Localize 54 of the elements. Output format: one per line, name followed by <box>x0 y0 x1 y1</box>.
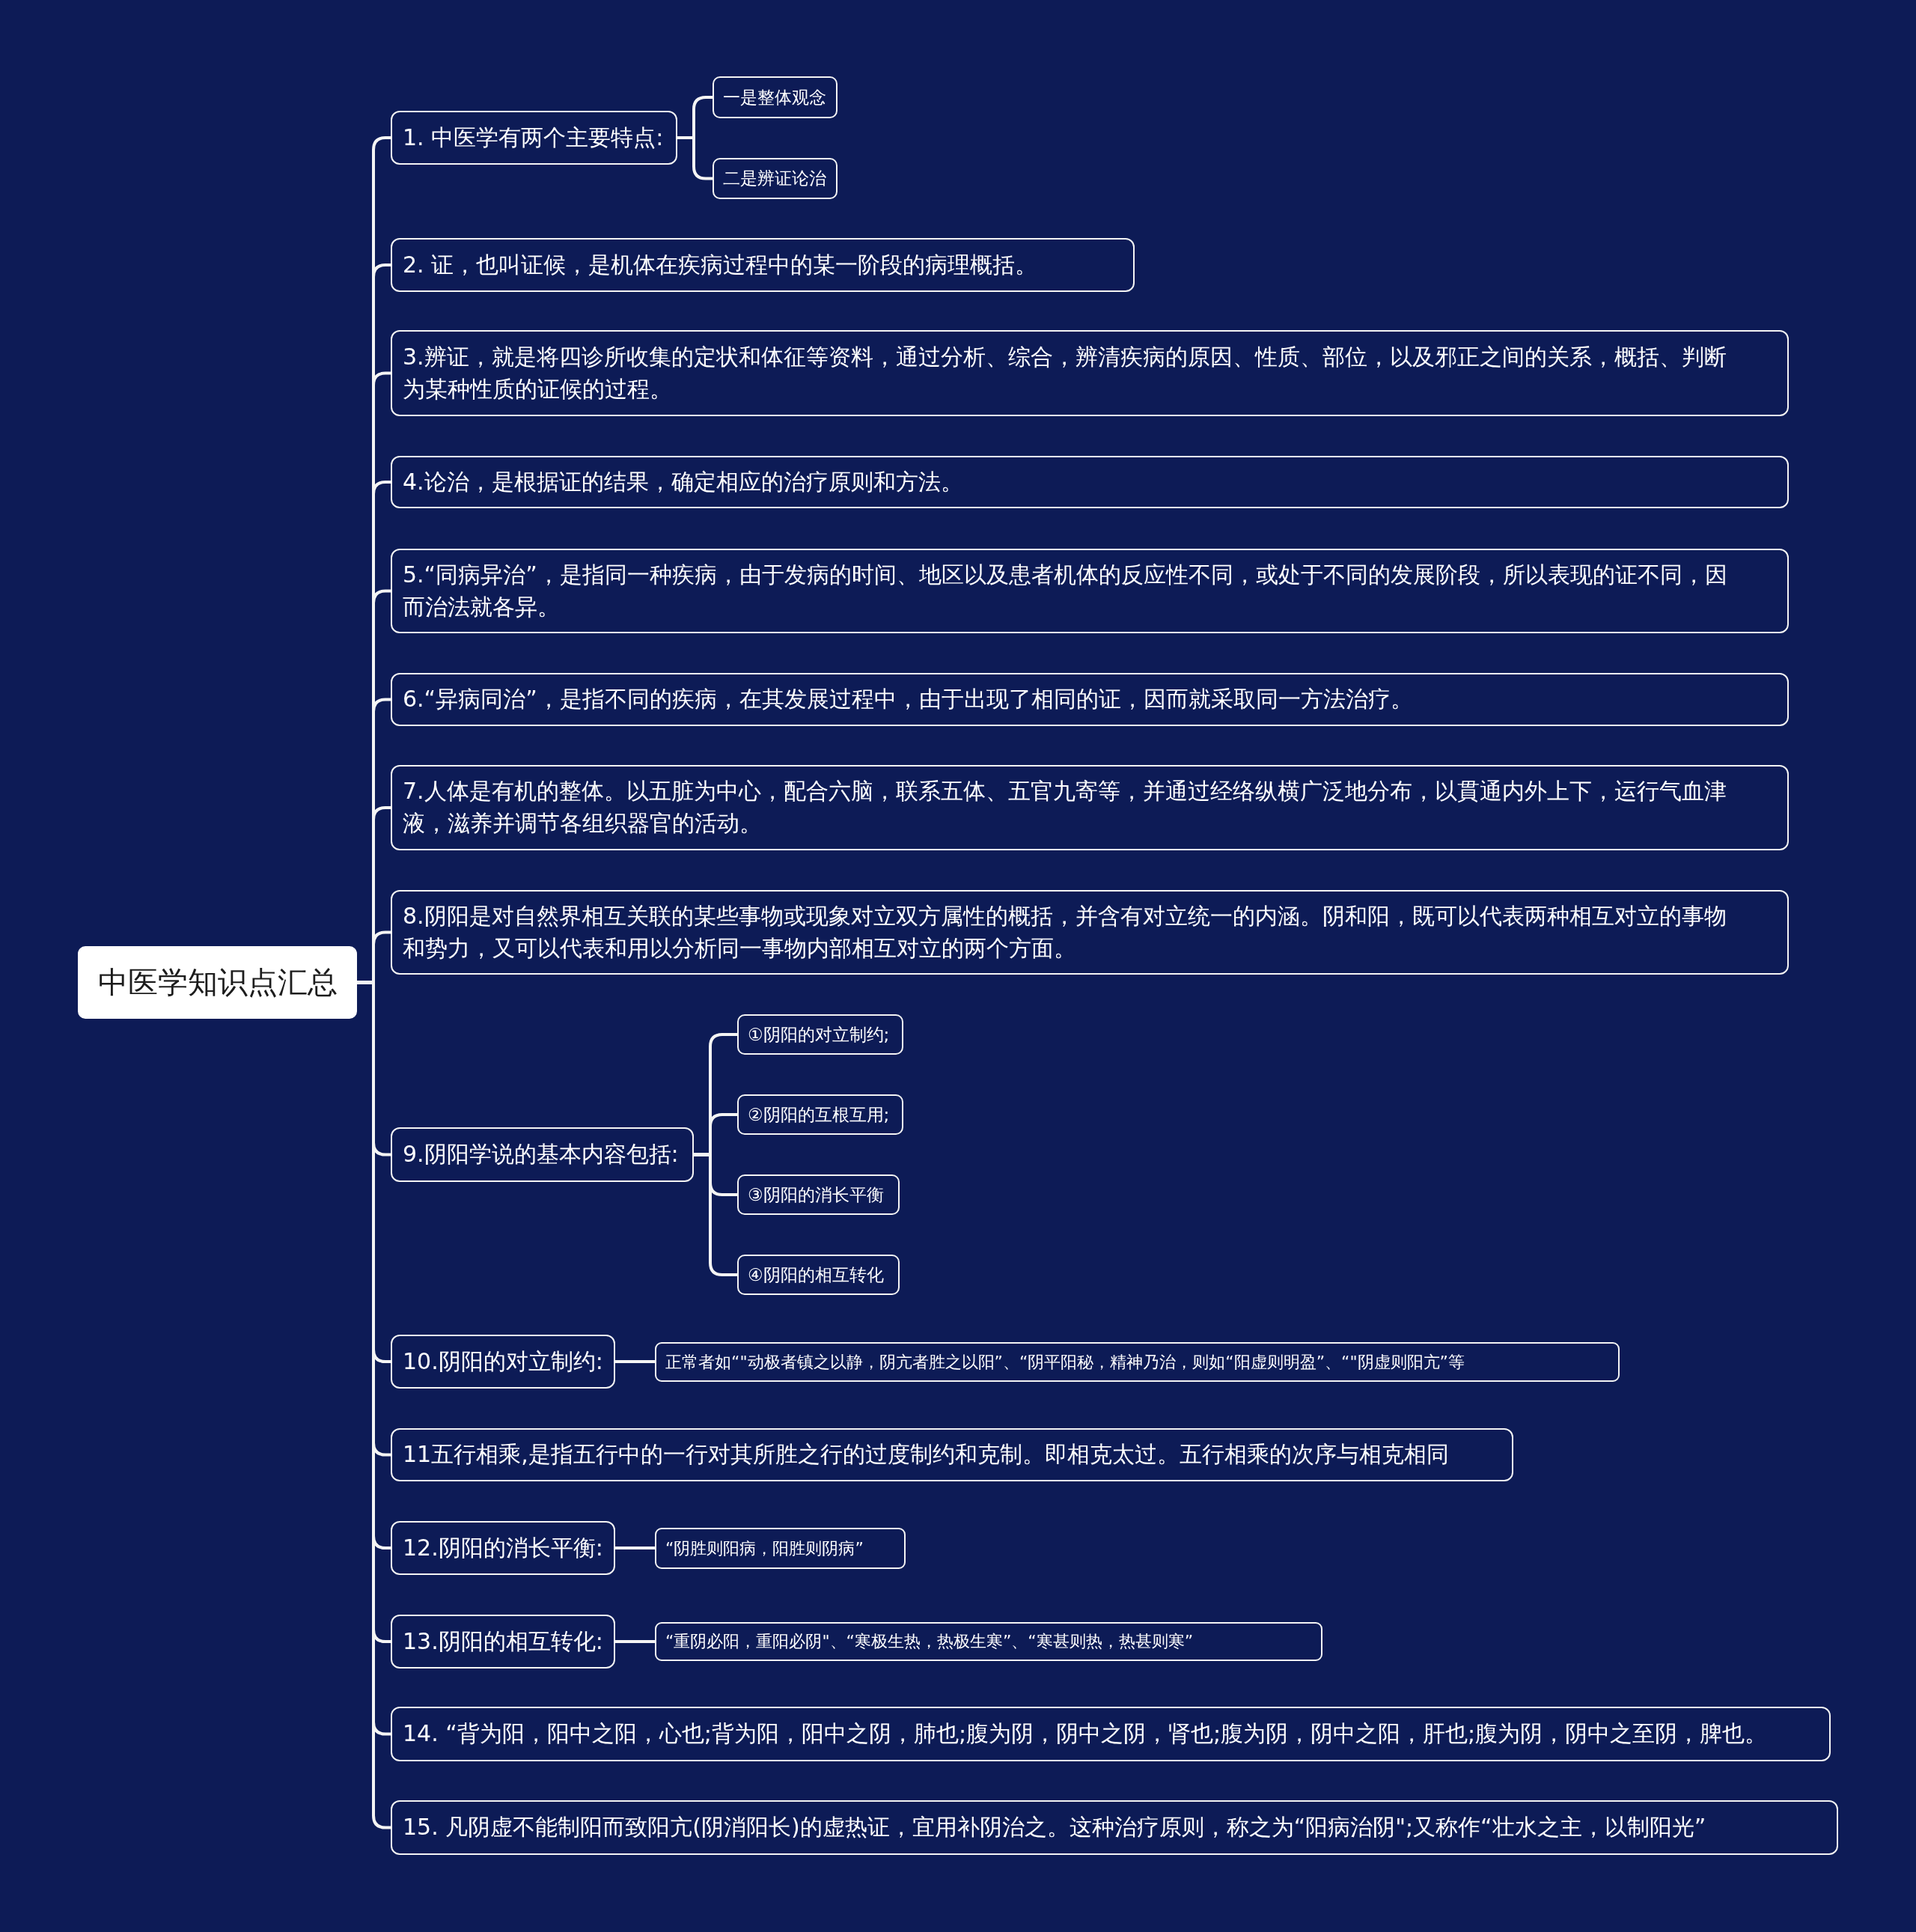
topic-text: 中医学知识点汇总 <box>97 964 338 1001</box>
topic-box <box>391 1127 694 1182</box>
topic-text: 正常者如“"动极者镇之以静，阴亢者胜之以阳”、“阴平阳秘，精神乃治，则如“阳虚则明盈”、“"阴虚则阳亢”等 <box>665 1351 1465 1373</box>
topic-text: 12.阴阳的消长平衡: <box>403 1533 603 1562</box>
subtopic-box <box>655 1528 906 1569</box>
topic-text: 15. 凡阴虚不能制阳而致阳亢(阴消阳长)的虚热证，宜用补阴治之。这种治疗原则，称之为“阳病治阴";又称作“壮水之主，以制阳光” <box>403 1813 1706 1841</box>
topic-text: “阴胜则阳病，阳胜则阴病” <box>665 1538 864 1559</box>
topic-text: ①阴阳的对立制约; <box>748 1023 890 1046</box>
subtopic-box <box>655 1622 1322 1661</box>
topic-text: 一是整体观念 <box>723 86 826 109</box>
topic-text: 1. 中医学有两个主要特点: <box>403 123 664 152</box>
subtopic-box <box>737 1255 900 1295</box>
topic-box <box>391 238 1135 292</box>
topic-box <box>391 1800 1838 1855</box>
topic-text: 7.人体是有机的整体。以五脏为中心，配合六脑，联系五体、五官九寄等，并通过经络纵横广泛地分布，以貫通内外上下，运行气血津液，滋养并调节各组织器官的活动。 <box>403 777 1727 838</box>
topic-text: 3.辨证，就是将四诊所收集的定状和体征等资料，通过分析、综合，辨清疾病的原因、性质、部位，以及邪正之间的关系，概括、判断为某种性质的证候的过程。 <box>403 342 1727 403</box>
connector-line <box>615 1640 655 1643</box>
topic-text: 11五行相乘,是指五行中的一行对其所胜之行的过度制约和克制。即相克太过。五行相乘的次序与相克相同 <box>403 1440 1449 1469</box>
topic-box <box>391 330 1789 416</box>
subtopic-box <box>737 1174 900 1215</box>
topic-text: 9.阴阳学说的基本内容包括: <box>403 1140 679 1168</box>
topic-text: 14. “背为阳，阳中之阳，心也;背为阳，阳中之阴，肺也;腹为阴，阴中之阴，肾也;腹为阴，阴中之阳，肝也;腹为阴，阴中之至阴，脾也。 <box>403 1719 1768 1748</box>
topic-text: 二是辨证论治 <box>723 168 826 189</box>
topic-text: 2. 证，也叫证候，是机体在疾病过程中的某一阶段的病理概括。 <box>403 250 1038 279</box>
topic-box <box>391 1335 615 1389</box>
topic-box <box>391 549 1789 633</box>
subtopic-box <box>713 158 838 199</box>
topic-text: ④阴阳的相互转化 <box>748 1264 884 1286</box>
connector-line <box>677 136 713 180</box>
topic-box <box>391 111 677 165</box>
topic-box <box>391 890 1789 975</box>
topic-box <box>391 1521 615 1575</box>
topic-box <box>391 1428 1513 1481</box>
subtopic-box <box>737 1014 903 1055</box>
topic-box <box>391 765 1789 850</box>
topic-box <box>391 673 1789 726</box>
connector-line <box>615 1360 655 1363</box>
topic-text: ③阴阳的消长平衡 <box>748 1183 884 1206</box>
topic-text: 13.阴阳的相互转化: <box>403 1627 603 1656</box>
topic-box <box>391 1707 1831 1761</box>
topic-text: “重阴必阳，重阳必阴"、“寒极生热，热极生寒”、“寒甚则热，热甚则寒” <box>665 1631 1194 1652</box>
topic-box <box>391 456 1789 508</box>
topic-text: 10.阴阳的对立制约: <box>403 1347 603 1376</box>
topic-text: 6.“异病同治”，是指不同的疾病，在其发展过程中，由于出现了相同的证，因而就采取同一方法治疗。 <box>403 685 1413 714</box>
topic-text: 4.论治，是根据证的结果，确定相应的治疗原则和方法。 <box>403 467 963 496</box>
subtopic-box <box>655 1342 1620 1382</box>
topic-text: 5.“同病异治”，是指同一种疾病，由于发病的时间、地区以及患者机体的反应性不同，或处于不同的发展阶段，所以表现的证不同，因而治法就各异。 <box>403 560 1728 621</box>
subtopic-box <box>737 1094 903 1135</box>
topic-text: 8.阴阳是对自然界相互关联的某些事物或现象对立双方属性的概括，并含有对立统一的内涵。阴和阳，既可以代表两种相互对立的事物和势力，又可以代表和用以分析同一事物内部相互对立的两个方面。 <box>403 901 1727 963</box>
topic-text: ②阴阳的互根互用; <box>748 1103 890 1126</box>
connector-line <box>615 1546 655 1549</box>
topic-box <box>391 1615 615 1669</box>
central-topic-box <box>78 946 357 1019</box>
subtopic-box <box>713 76 838 118</box>
